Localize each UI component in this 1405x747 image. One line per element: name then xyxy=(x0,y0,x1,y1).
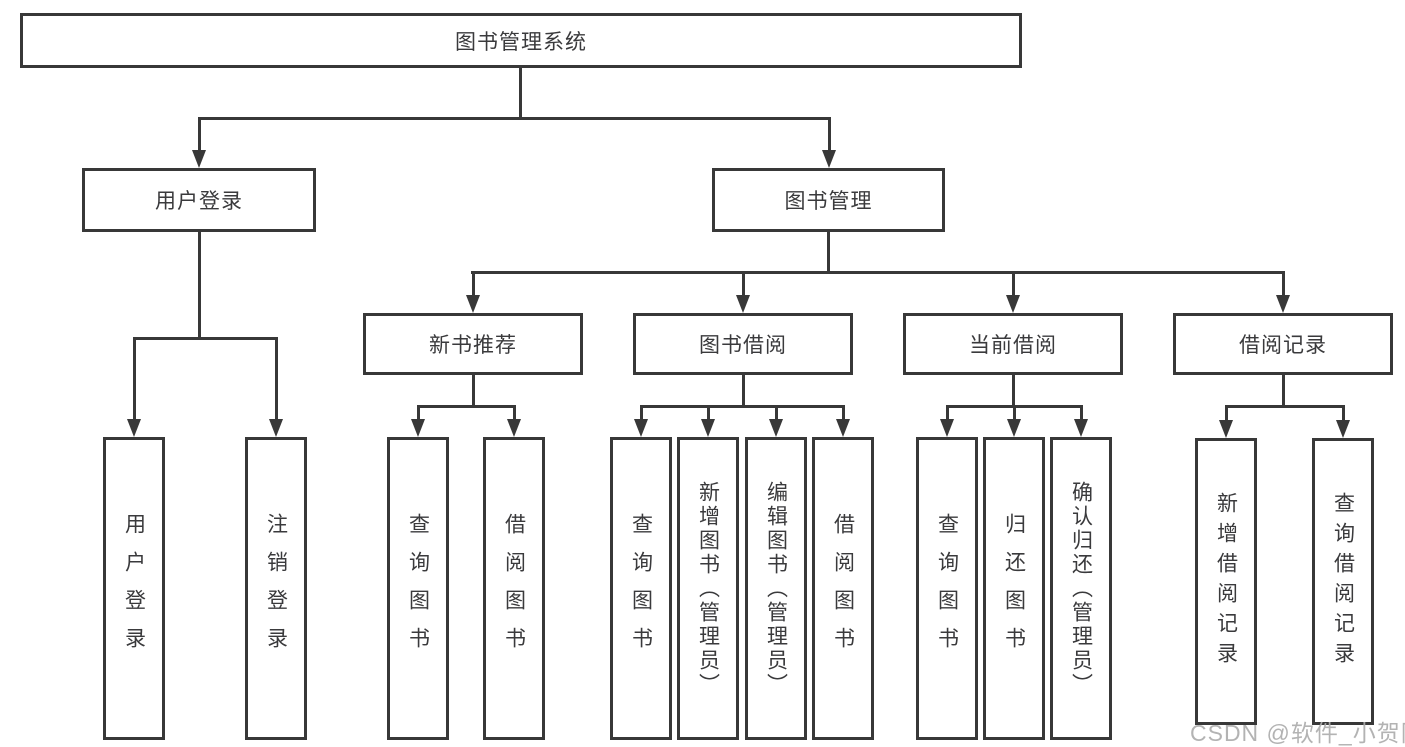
connector-line xyxy=(1225,405,1228,420)
node-user-login-label: 用户登录 xyxy=(155,190,243,213)
arrowhead-down-icon xyxy=(1006,295,1020,313)
connector-line xyxy=(1013,405,1016,419)
node-leaf-logout: 注销登录 xyxy=(245,437,307,740)
node-leaf-query-book-recommend: 查询图书 xyxy=(387,437,449,740)
connector-line xyxy=(1080,405,1083,419)
arrowhead-down-icon xyxy=(127,419,141,437)
node-book-management: 图书管理 xyxy=(712,168,945,232)
arrowhead-down-icon xyxy=(736,295,750,313)
connector-line xyxy=(472,375,475,405)
connector-line xyxy=(842,405,845,419)
node-root-label: 图书管理系统 xyxy=(455,30,587,54)
node-leaf-return-book-label: 归还图书 xyxy=(1002,512,1026,665)
node-current-borrowing-label: 当前借阅 xyxy=(969,334,1057,357)
node-leaf-query-book-borrowing: 查询图书 xyxy=(610,437,672,740)
node-book-borrowing: 图书借阅 xyxy=(633,313,853,375)
arrowhead-down-icon xyxy=(701,419,715,437)
node-book-management-label: 图书管理 xyxy=(784,190,873,213)
arrowhead-down-icon xyxy=(822,150,836,168)
node-leaf-query-book-recommend-label: 查询图书 xyxy=(406,512,430,665)
arrowhead-down-icon xyxy=(836,419,850,437)
arrowhead-down-icon xyxy=(1074,419,1088,437)
connector-line xyxy=(640,405,844,408)
node-borrowing-records: 借阅记录 xyxy=(1173,313,1393,375)
node-leaf-query-book-current: 查询图书 xyxy=(916,437,978,740)
node-leaf-edit-book-admin: 编辑图书（管理员） xyxy=(745,437,807,740)
node-new-book-recommend: 新书推荐 xyxy=(363,313,583,375)
node-leaf-borrow-book-recommend: 借阅图书 xyxy=(483,437,545,740)
connector-line xyxy=(828,117,831,150)
connector-line xyxy=(827,232,830,271)
node-root: 图书管理系统 xyxy=(20,13,1022,68)
connector-line xyxy=(742,375,745,405)
connector-line xyxy=(198,117,201,150)
node-book-borrowing-label: 图书借阅 xyxy=(699,334,787,357)
connector-line xyxy=(133,337,278,340)
connector-line xyxy=(275,337,278,419)
connector-line xyxy=(198,232,201,337)
node-leaf-confirm-return-admin-label: 确认归还（管理员） xyxy=(1069,480,1093,697)
arrowhead-down-icon xyxy=(1219,420,1233,438)
connector-line xyxy=(133,337,136,419)
node-leaf-borrow-book-borrowing: 借阅图书 xyxy=(812,437,874,740)
node-leaf-add-borrow-record: 新增借阅记录 xyxy=(1195,438,1257,725)
node-leaf-add-book-admin-label: 新增图书（管理员） xyxy=(696,480,720,697)
node-leaf-return-book: 归还图书 xyxy=(983,437,1045,740)
connector-line xyxy=(640,405,643,419)
node-leaf-user-login-label: 用户登录 xyxy=(122,512,146,665)
connector-line xyxy=(1282,375,1285,405)
node-user-login: 用户登录 xyxy=(82,168,316,232)
node-leaf-logout-label: 注销登录 xyxy=(264,512,288,665)
node-leaf-confirm-return-admin: 确认归还（管理员） xyxy=(1050,437,1112,740)
node-leaf-add-book-admin: 新增图书（管理员） xyxy=(677,437,739,740)
arrowhead-down-icon xyxy=(634,419,648,437)
node-leaf-add-borrow-record-label: 新增借阅记录 xyxy=(1214,491,1238,672)
connector-line xyxy=(946,405,949,419)
connector-line xyxy=(775,405,778,419)
node-leaf-edit-book-admin-label: 编辑图书（管理员） xyxy=(764,480,788,697)
arrowhead-down-icon xyxy=(1007,419,1021,437)
connector-line xyxy=(417,405,515,408)
connector-line xyxy=(1282,271,1285,295)
arrowhead-down-icon xyxy=(192,150,206,168)
connector-line xyxy=(1012,375,1015,405)
node-leaf-query-book-borrowing-label: 查询图书 xyxy=(629,512,653,665)
node-leaf-borrow-book-recommend-label: 借阅图书 xyxy=(502,512,526,665)
arrowhead-down-icon xyxy=(1336,420,1350,438)
arrowhead-down-icon xyxy=(466,295,480,313)
connector-line xyxy=(742,271,745,295)
connector-line xyxy=(513,405,516,419)
arrowhead-down-icon xyxy=(507,419,521,437)
connector-line xyxy=(1342,405,1345,420)
connector-line xyxy=(1012,271,1015,295)
node-leaf-borrow-book-borrowing-label: 借阅图书 xyxy=(831,512,855,665)
node-current-borrowing: 当前借阅 xyxy=(903,313,1123,375)
node-borrowing-records-label: 借阅记录 xyxy=(1239,334,1327,357)
node-leaf-query-borrow-record: 查询借阅记录 xyxy=(1312,438,1374,725)
connector-line xyxy=(198,117,830,120)
node-leaf-query-book-current-label: 查询图书 xyxy=(935,512,959,665)
node-new-book-recommend-label: 新书推荐 xyxy=(429,334,517,357)
connector-line xyxy=(472,271,475,295)
csdn-watermark: CSDN @软件_小贺同学 xyxy=(1190,720,1405,746)
arrowhead-down-icon xyxy=(1276,295,1290,313)
connector-line xyxy=(707,405,710,419)
connector-line xyxy=(1225,405,1344,408)
arrowhead-down-icon xyxy=(411,419,425,437)
arrowhead-down-icon xyxy=(269,419,283,437)
node-leaf-query-borrow-record-label: 查询借阅记录 xyxy=(1331,491,1355,672)
arrowhead-down-icon xyxy=(769,419,783,437)
connector-line xyxy=(519,68,522,117)
arrowhead-down-icon xyxy=(940,419,954,437)
connector-line xyxy=(471,271,1284,274)
connector-line xyxy=(417,405,420,419)
node-leaf-user-login: 用户登录 xyxy=(103,437,165,740)
